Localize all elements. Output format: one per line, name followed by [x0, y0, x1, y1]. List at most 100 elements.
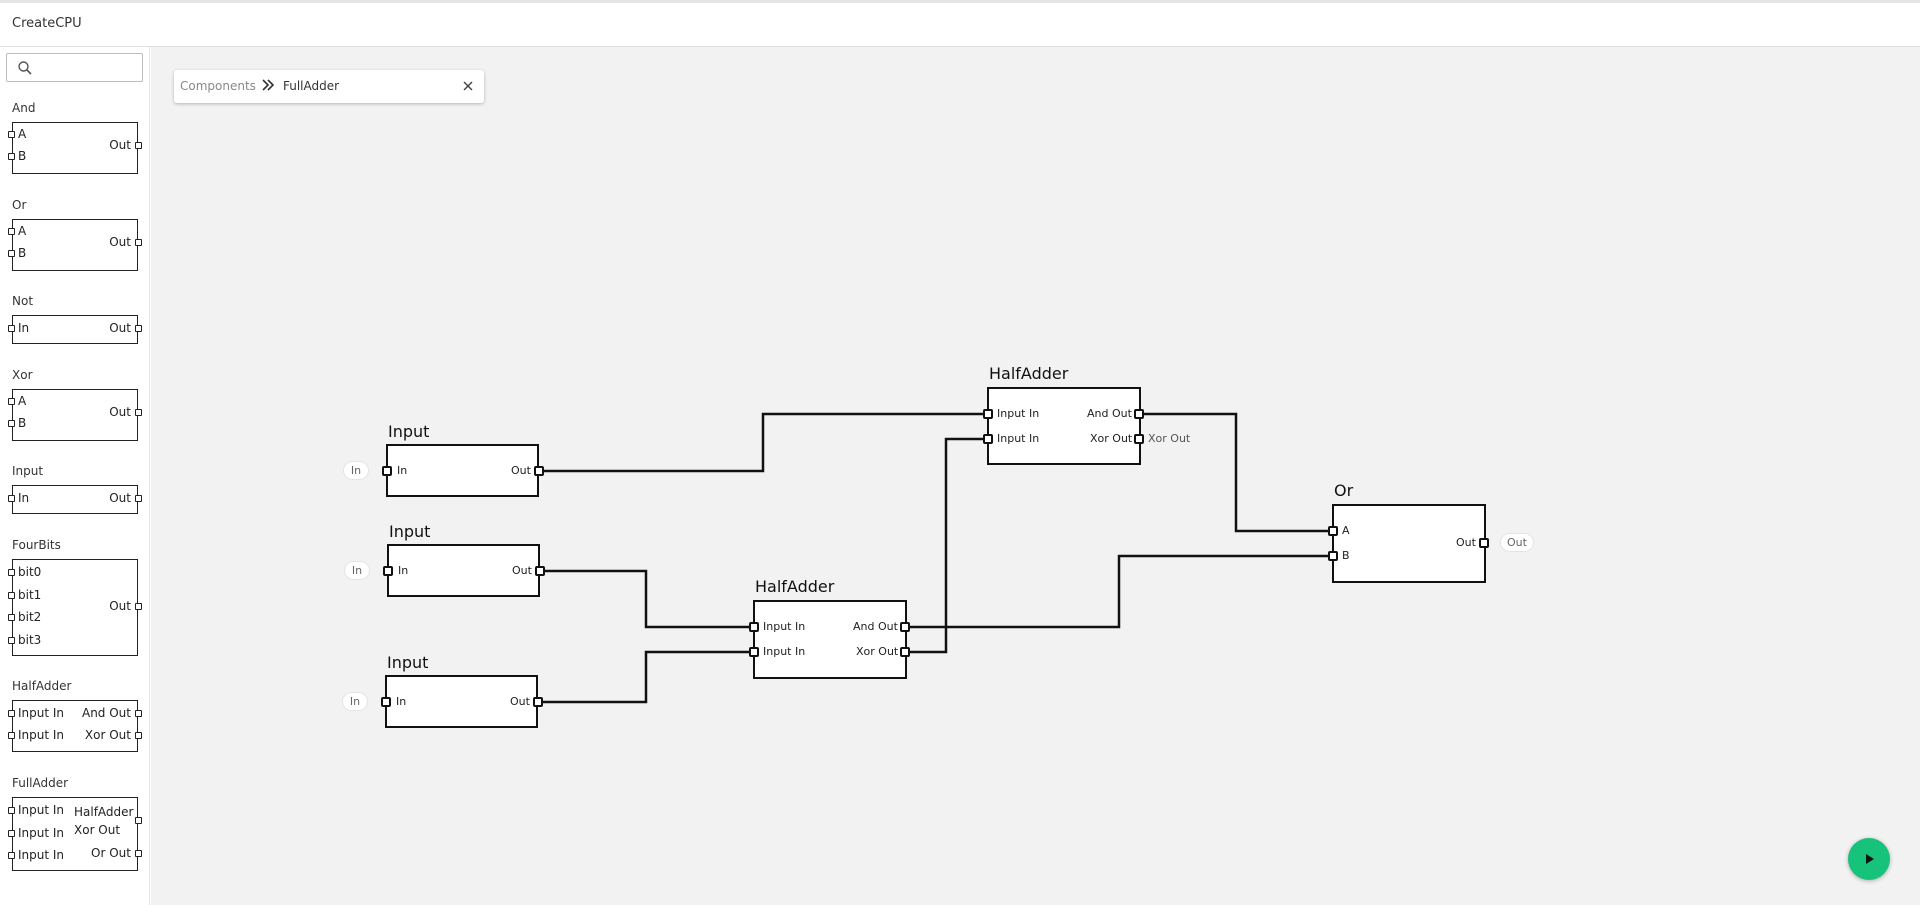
input-pin[interactable] — [382, 466, 392, 476]
wire — [906, 437, 988, 654]
output-indicator: Out — [1501, 534, 1533, 551]
search-icon — [18, 61, 32, 75]
play-button[interactable] — [1848, 838, 1890, 880]
component-fulladder[interactable]: FullAdder Input In Input In Input In Hal… — [0, 776, 150, 886]
pin-label: B — [1342, 549, 1350, 562]
input-pin[interactable] — [1328, 551, 1338, 561]
input-pin — [8, 710, 15, 717]
component-sidebar: And A B Out Or A B Out Not In Out — [0, 47, 150, 905]
component-halfadder[interactable]: HalfAdder Input In Input In And Out Xor … — [0, 679, 150, 759]
input-pin — [8, 153, 15, 160]
component-name: FullAdder — [12, 776, 69, 790]
input-pin — [8, 131, 15, 138]
component-name: FourBits — [12, 538, 61, 552]
wire — [538, 650, 754, 704]
pin-label: Or Out — [91, 846, 131, 860]
output-pin — [135, 409, 142, 416]
component-name: Or — [12, 198, 27, 212]
pin-label: bit1 — [18, 588, 42, 602]
input-pin — [8, 637, 15, 644]
input-pin — [8, 420, 15, 427]
input-toggle[interactable]: In — [344, 462, 368, 479]
input-pin — [8, 614, 15, 621]
circuit-canvas[interactable]: Components FullAdder In Input In Out — [151, 47, 1920, 905]
close-icon[interactable] — [460, 78, 476, 94]
pin-label: And Out — [1087, 407, 1132, 420]
input-pin — [8, 569, 15, 576]
breadcrumb: Components FullAdder — [174, 70, 484, 103]
breadcrumb-current: FullAdder — [283, 79, 340, 93]
search-box[interactable] — [6, 53, 143, 82]
pin-label: bit3 — [18, 633, 42, 647]
component-name: And — [12, 101, 36, 115]
output-pin[interactable] — [535, 566, 545, 576]
pin-label: Input In — [997, 407, 1040, 420]
pin-label: In — [18, 491, 30, 505]
pin-label: Out — [109, 321, 131, 335]
pin-label: In — [397, 464, 408, 477]
node-body — [1332, 504, 1486, 583]
wire — [906, 554, 1333, 629]
top-border — [0, 0, 1920, 3]
pin-label: Xor Out — [1090, 432, 1133, 445]
node-body — [753, 600, 907, 679]
pin-label: HalfAdder — [74, 805, 134, 819]
component-input[interactable]: Input In Out — [0, 464, 150, 514]
component-preview: In Out — [8, 315, 142, 344]
chevron-double-right-icon — [262, 79, 275, 91]
output-pin[interactable] — [900, 647, 910, 657]
input-pin[interactable] — [381, 697, 391, 707]
input-toggle[interactable]: In — [345, 562, 369, 579]
output-pin[interactable] — [534, 466, 544, 476]
component-fourbits[interactable]: FourBits bit0 bit1 bit2 bit3 Out — [0, 538, 150, 656]
input-pin — [8, 228, 15, 235]
component-name: Not — [12, 294, 34, 308]
input-pin[interactable] — [749, 647, 759, 657]
input-pin[interactable] — [983, 434, 993, 444]
pin-label: Xor Out — [84, 728, 131, 742]
node-title: Input — [389, 522, 431, 541]
component-or[interactable]: Or A B Out — [0, 198, 150, 278]
pin-label: Input In — [18, 803, 65, 817]
input-pin — [8, 250, 15, 257]
output-pin — [135, 603, 142, 610]
component-preview: A B Out — [8, 219, 142, 271]
input-toggle[interactable]: In — [343, 693, 367, 710]
pin-label: A — [1342, 524, 1350, 537]
play-icon — [1866, 854, 1874, 864]
search-input[interactable] — [37, 57, 137, 78]
input-pin[interactable] — [983, 409, 993, 419]
output-pin[interactable] — [1134, 409, 1144, 419]
output-pin[interactable] — [1479, 538, 1489, 548]
pin-label: Out — [511, 464, 531, 477]
pin-label: A — [18, 224, 27, 238]
output-pin — [135, 325, 142, 332]
input-pin[interactable] — [1328, 526, 1338, 536]
input-pin — [8, 325, 15, 332]
output-pin[interactable] — [900, 622, 910, 632]
pin-label: And Out — [81, 706, 131, 720]
app-header: CreateCPU — [0, 3, 1920, 47]
input-pin[interactable] — [383, 566, 393, 576]
component-preview: A B Out — [8, 122, 142, 174]
output-pin — [135, 817, 142, 824]
component-not[interactable]: Not In Out — [0, 294, 150, 344]
output-pin[interactable] — [1134, 434, 1144, 444]
pin-label: Xor Out — [856, 645, 899, 658]
pin-label: B — [18, 246, 27, 260]
input-pin — [8, 852, 15, 859]
pin-label: Input In — [997, 432, 1040, 445]
input-pin[interactable] — [749, 622, 759, 632]
component-and[interactable]: And A B Out — [0, 101, 150, 181]
pin-label: Input In — [18, 706, 65, 720]
pin-label: Out — [109, 599, 131, 613]
output-pin[interactable] — [533, 697, 543, 707]
pin-label: Input In — [763, 620, 806, 633]
pin-label: Out — [512, 564, 532, 577]
pin-label: A — [18, 127, 27, 141]
component-xor[interactable]: Xor A B Out — [0, 368, 150, 448]
node-title: Or — [1334, 481, 1354, 500]
pin-label: Input In — [18, 826, 65, 840]
breadcrumb-root[interactable]: Components — [180, 79, 256, 93]
pin-label: bit2 — [18, 610, 42, 624]
